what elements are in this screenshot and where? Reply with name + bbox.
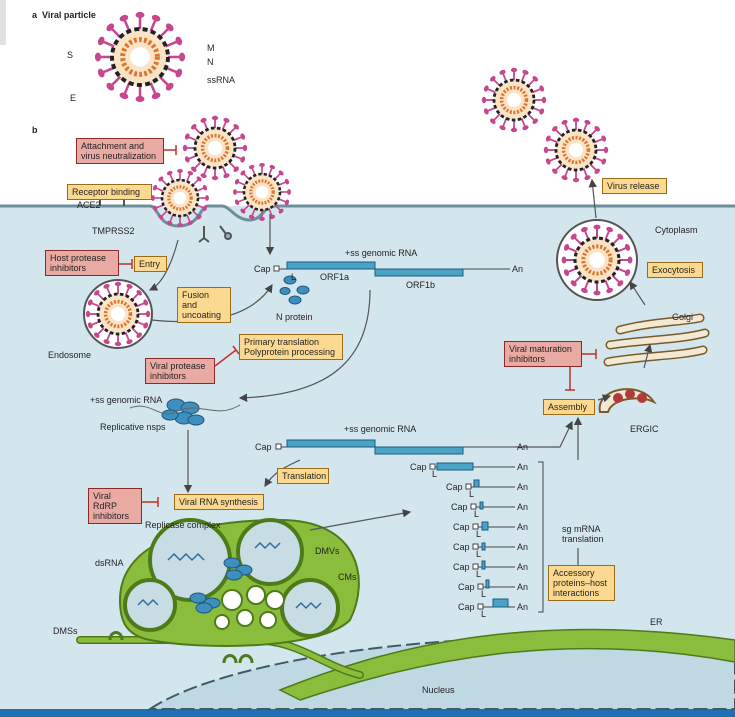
er-membrane	[278, 628, 735, 701]
primary-translation-box: Primary translation Polyprotein processi…	[239, 334, 343, 360]
accessory-proteins-box: Accessory proteins–host interactions	[548, 565, 615, 601]
viral-rdrp-inhibitor-box: Viral RdRP inhibitors	[88, 488, 142, 524]
assembly-box: Assembly	[543, 399, 595, 415]
virion-endosome	[85, 281, 151, 347]
genomic-rna-middle	[275, 439, 515, 455]
virion-release-2	[481, 67, 547, 133]
virus-release-box: Virus release	[602, 178, 667, 194]
virion-attachment	[182, 115, 248, 181]
viral-maturation-inhibitor-box: Viral maturation inhibitors	[504, 341, 582, 367]
receptor-binding-box: Receptor binding	[67, 184, 152, 200]
attachment-inhibitor-box: Attachment and virus neutralization	[76, 138, 164, 164]
dmv-cluster	[108, 518, 360, 664]
sg-mrna-translation-label: sg mRNA translation	[562, 524, 604, 544]
replicative-nsps	[161, 398, 205, 426]
fusion-uncoating-box: Fusion and uncoating	[177, 287, 231, 323]
entry-box: Entry	[134, 256, 167, 272]
exocytosis-box: Exocytosis	[647, 262, 703, 278]
viral-protease-inhibitor-box: Viral protease inhibitors	[145, 358, 215, 384]
n-protein	[279, 275, 310, 305]
bottom-bar	[0, 709, 735, 717]
genomic-rna-top	[273, 261, 510, 277]
virion-fusion	[233, 163, 291, 221]
golgi	[603, 313, 710, 367]
virion-exocytosis	[561, 224, 633, 296]
virion-receptor	[151, 169, 209, 227]
virion-panel-a	[94, 11, 186, 103]
viral-rna-synthesis-box: Viral RNA synthesis	[174, 494, 264, 510]
translation-box: Translation	[277, 468, 329, 484]
virion-release-1	[543, 117, 609, 183]
host-protease-inhibitor-box: Host protease inhibitors	[45, 250, 119, 276]
sg-mrnas	[429, 461, 544, 613]
plasma-membrane	[0, 204, 735, 228]
